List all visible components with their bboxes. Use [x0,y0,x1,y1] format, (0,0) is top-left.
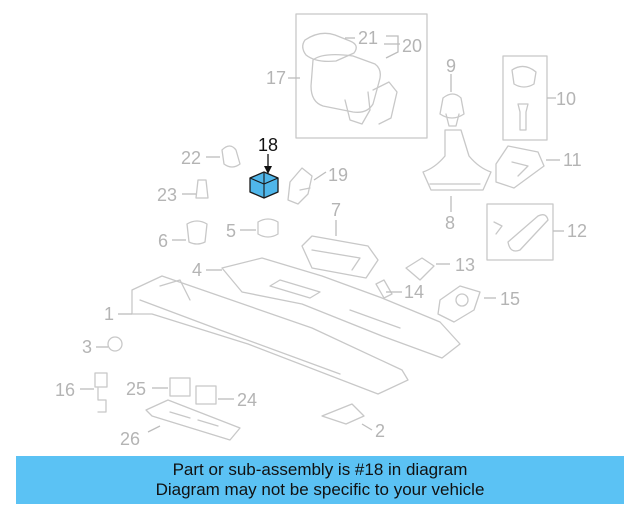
part-10-knob-set[interactable] [502,55,548,141]
callout-21: 21 [358,28,378,48]
part-14[interactable] [375,279,393,299]
callout-20: 20 [402,36,422,56]
callout-10: 10 [556,89,576,109]
part-13[interactable] [405,257,435,281]
callout-3: 3 [82,337,92,357]
part-22[interactable] [221,145,241,168]
part-24[interactable] [195,385,217,405]
part-7-tray[interactable] [301,235,379,279]
banner-line-1: Part or sub-assembly is #18 in diagram [172,460,468,479]
part-2[interactable] [321,403,365,425]
callout-26: 26 [120,429,140,449]
banner-line-2: Diagram may not be specific to your vehi… [155,480,485,499]
callout-9: 9 [446,56,456,76]
part-23[interactable] [195,179,209,199]
callout-22: 22 [181,148,201,168]
callout-5: 5 [226,221,236,241]
part-9-knob[interactable] [439,93,465,127]
callout-12: 12 [567,221,587,241]
callout-13: 13 [455,255,475,275]
callout-2: 2 [375,421,385,441]
part-16[interactable] [94,372,108,413]
callout-14: 14 [404,282,424,302]
callout-23: 23 [157,185,177,205]
callout-15: 15 [500,289,520,309]
callout-25: 25 [126,379,146,399]
parts-diagram: 21 20 17 9 10 22 18 19 11 23 7 8 12 6 5 … [55,13,587,449]
part-4-panel[interactable] [221,257,461,359]
part-15[interactable] [437,285,481,323]
part-18-highlighted[interactable] [249,171,279,199]
part-8-shift-boot[interactable] [422,129,492,191]
info-banner: Part or sub-assembly is #18 in diagram D… [16,456,624,504]
callout-11: 11 [563,150,582,170]
callout-19: 19 [328,165,348,185]
callout-1: 1 [104,304,114,324]
part-19-bracket[interactable] [287,167,313,205]
armrest-assembly[interactable] [295,13,428,139]
part-5-cap[interactable] [257,218,279,238]
callout-7: 7 [331,200,341,220]
part-11-trim[interactable] [495,145,545,189]
callout-4: 4 [192,260,202,280]
callout-18: 18 [258,135,278,155]
callout-17: 17 [266,68,286,88]
callout-6: 6 [158,231,168,251]
part-25[interactable] [169,377,191,397]
callout-24: 24 [237,390,257,410]
part-26-bezel[interactable] [145,399,241,441]
part-6-cup[interactable] [186,220,208,245]
part-12-lighter[interactable] [486,203,554,261]
callout-16: 16 [55,380,75,400]
part-3-plug[interactable] [107,336,123,352]
part-1-console[interactable] [131,275,409,395]
callout-8: 8 [445,213,455,233]
